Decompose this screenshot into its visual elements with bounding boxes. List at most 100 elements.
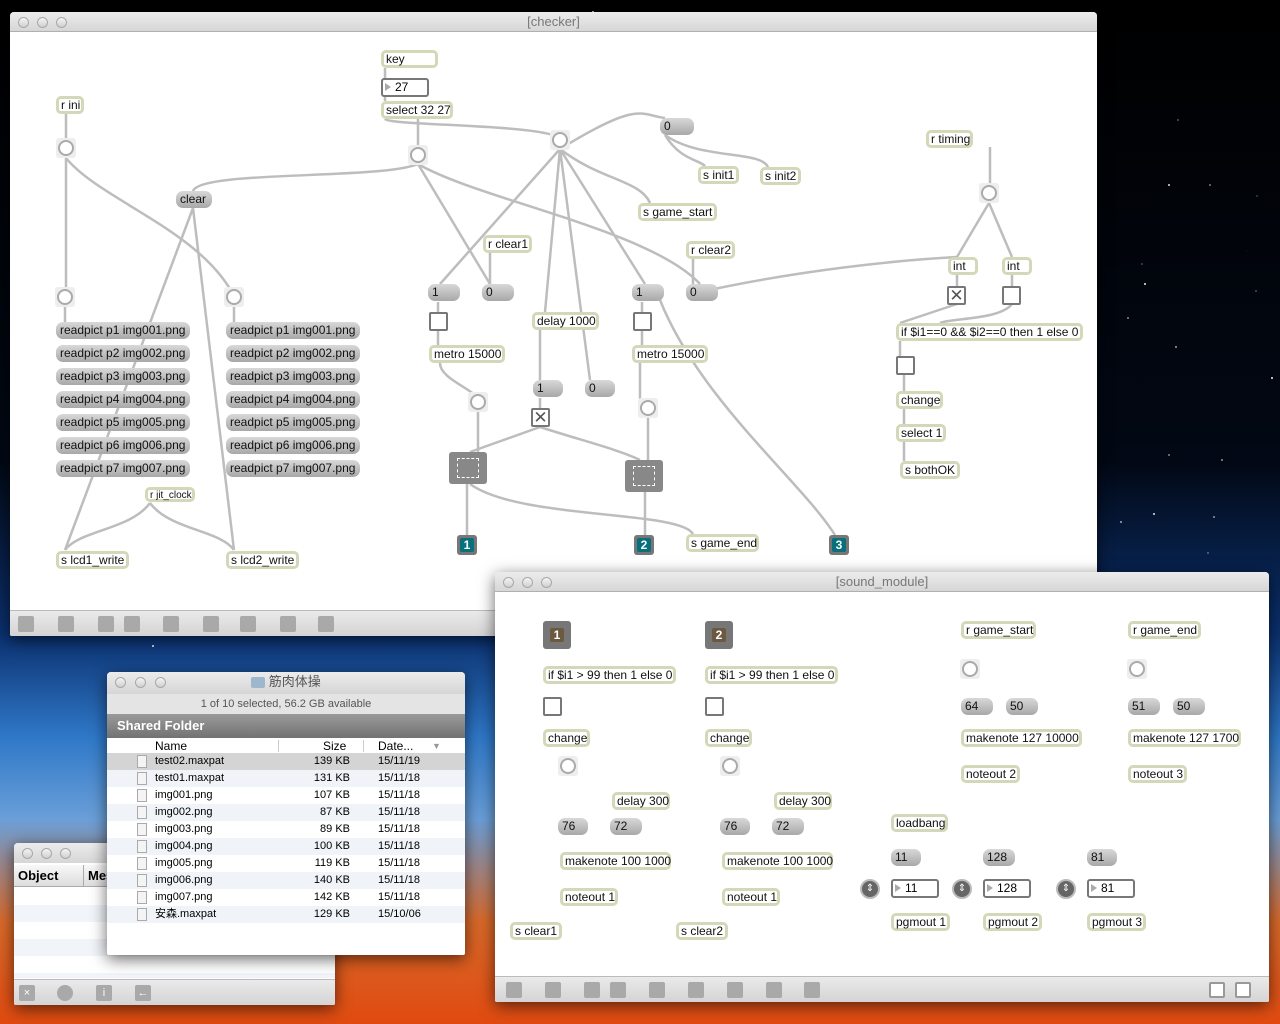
metro-object[interactable]: metro 15000 [429, 345, 505, 363]
spin-arrows-icon[interactable]: ⇕ [1056, 879, 1076, 899]
grid-icon[interactable] [280, 616, 296, 632]
title-bar[interactable]: [sound_module] [495, 572, 1269, 592]
toggle[interactable] [705, 697, 724, 716]
title-bar[interactable]: [checker] [10, 12, 1097, 32]
inlet-1[interactable]: 1 [543, 621, 571, 649]
zoom-button[interactable] [56, 17, 67, 28]
toggle[interactable] [543, 697, 562, 716]
readpict-message-lcd1[interactable]: readpict p1 img001.png [56, 322, 190, 339]
right-pane-icon[interactable] [1235, 982, 1251, 998]
minimize-button[interactable] [135, 677, 146, 688]
toggle-checked[interactable]: ✕ [947, 286, 966, 305]
if-expression-object[interactable]: if $i1==0 && $i2==0 then 1 else 0 [896, 323, 1083, 341]
readpict-message-lcd1[interactable]: readpict p3 img003.png [56, 368, 190, 385]
grid-icon[interactable] [766, 982, 782, 998]
receive-clear2-object[interactable]: r clear2 [686, 241, 735, 259]
file-row[interactable]: img001.png107 KB15/11/18 [107, 787, 465, 804]
toggle[interactable] [896, 356, 915, 375]
readpict-message-lcd2[interactable]: readpict p2 img002.png [226, 345, 360, 362]
message-box[interactable]: 0 [660, 118, 694, 135]
pictctrl-widget[interactable] [449, 452, 487, 484]
readpict-message-lcd2[interactable]: readpict p3 img003.png [226, 368, 360, 385]
readpict-message-lcd1[interactable]: readpict p6 img006.png [56, 437, 190, 454]
delay-object[interactable]: delay 300 [774, 792, 832, 810]
message-box[interactable]: 0 [585, 380, 615, 397]
title-bar[interactable]: 筋肉体操 [107, 672, 465, 694]
send-clear2-object[interactable]: s clear2 [676, 922, 728, 940]
message-box[interactable]: 72 [610, 818, 642, 835]
toggle-checked[interactable]: ✕ [531, 408, 550, 427]
toggle[interactable] [633, 312, 652, 331]
message-box[interactable]: 76 [558, 818, 588, 835]
connect-icon[interactable] [240, 616, 256, 632]
pgmout-object[interactable]: pgmout 3 [1087, 913, 1146, 931]
readpict-message-lcd2[interactable]: readpict p6 img006.png [226, 437, 360, 454]
toggle[interactable] [429, 312, 448, 331]
debug-icon[interactable] [163, 616, 179, 632]
close-button[interactable] [18, 17, 29, 28]
receive-timing-object[interactable]: r timing [926, 130, 973, 148]
send-init2-object[interactable]: s init2 [760, 167, 801, 185]
file-row[interactable]: img005.png119 KB15/11/18 [107, 855, 465, 872]
outlet-1[interactable]: 1 [457, 535, 477, 555]
message-box[interactable]: 0 [686, 284, 718, 301]
change-object[interactable]: change [896, 391, 943, 409]
spin-arrows-icon[interactable]: ⇕ [860, 879, 880, 899]
presentation-icon[interactable] [545, 982, 561, 998]
readpict-message-lcd2[interactable]: readpict p4 img004.png [226, 391, 360, 408]
send-init1-object[interactable]: s init1 [698, 166, 739, 184]
connect-icon[interactable] [727, 982, 743, 998]
pgmout-object[interactable]: pgmout 2 [983, 913, 1042, 931]
zoom-button[interactable] [541, 577, 552, 588]
readpict-message-lcd2[interactable]: readpict p1 img001.png [226, 322, 360, 339]
send-clear1-object[interactable]: s clear1 [510, 922, 562, 940]
file-row[interactable]: img007.png142 KB15/11/18 [107, 889, 465, 906]
column-size[interactable]: Size [323, 738, 346, 754]
int-object[interactable]: int [948, 257, 978, 275]
debug-icon[interactable] [649, 982, 665, 998]
clear-icon[interactable] [124, 616, 140, 632]
message-box[interactable]: 50 [1006, 698, 1038, 715]
object-palette-icon[interactable] [584, 982, 600, 998]
inspector-icon[interactable] [688, 982, 704, 998]
if-expression-object[interactable]: if $i1 > 99 then 1 else 0 [705, 666, 838, 684]
lock-icon[interactable] [506, 982, 522, 998]
outlet-3[interactable]: 3 [829, 535, 849, 555]
file-row[interactable]: 安森.maxpat129 KB15/10/06 [107, 906, 465, 923]
file-row[interactable]: img004.png100 KB15/11/18 [107, 838, 465, 855]
message-box[interactable]: 11 [891, 849, 921, 866]
readpict-message-lcd1[interactable]: readpict p5 img005.png [56, 414, 190, 431]
key-object[interactable]: key [381, 50, 438, 68]
message-box[interactable]: 76 [720, 818, 750, 835]
message-box[interactable]: 81 [1087, 849, 1117, 866]
presentation-icon[interactable] [58, 616, 74, 632]
loadbang-object[interactable]: loadbang [891, 814, 948, 832]
pictctrl-widget[interactable] [625, 460, 663, 492]
bang-button[interactable] [638, 398, 658, 418]
message-box[interactable]: 1 [533, 380, 563, 397]
close-button[interactable] [22, 848, 33, 859]
file-row[interactable]: test02.maxpat139 KB15/11/19 [107, 753, 465, 770]
message-box[interactable]: 50 [1173, 698, 1205, 715]
noteout-object[interactable]: noteout 1 [722, 888, 780, 906]
program-number-box[interactable]: 11 [891, 879, 939, 898]
metro-object[interactable]: metro 15000 [632, 345, 708, 363]
receive-clear1-object[interactable]: r clear1 [483, 235, 532, 253]
receive-jit-clock-object[interactable]: r jit_clock [145, 487, 195, 502]
settings-icon[interactable] [318, 616, 334, 632]
change-object[interactable]: change [543, 729, 590, 747]
file-row[interactable]: img003.png89 KB15/11/18 [107, 821, 465, 838]
toggle[interactable] [1002, 286, 1021, 305]
change-object[interactable]: change [705, 729, 752, 747]
noteout-object[interactable]: noteout 3 [1128, 765, 1187, 783]
message-box[interactable]: 64 [961, 698, 993, 715]
readpict-message-lcd2[interactable]: readpict p5 img005.png [226, 414, 360, 431]
delay-object[interactable]: delay 1000 [532, 312, 599, 330]
readpict-message-lcd1[interactable]: readpict p4 img004.png [56, 391, 190, 408]
bang-button[interactable] [1127, 659, 1147, 679]
column-date[interactable]: Date... [378, 738, 413, 754]
select-object[interactable]: select 1 [896, 424, 946, 442]
send-lcd1-write-object[interactable]: s lcd1_write [56, 551, 129, 569]
pgmout-object[interactable]: pgmout 1 [891, 913, 950, 931]
clear-message[interactable]: clear [176, 191, 212, 208]
